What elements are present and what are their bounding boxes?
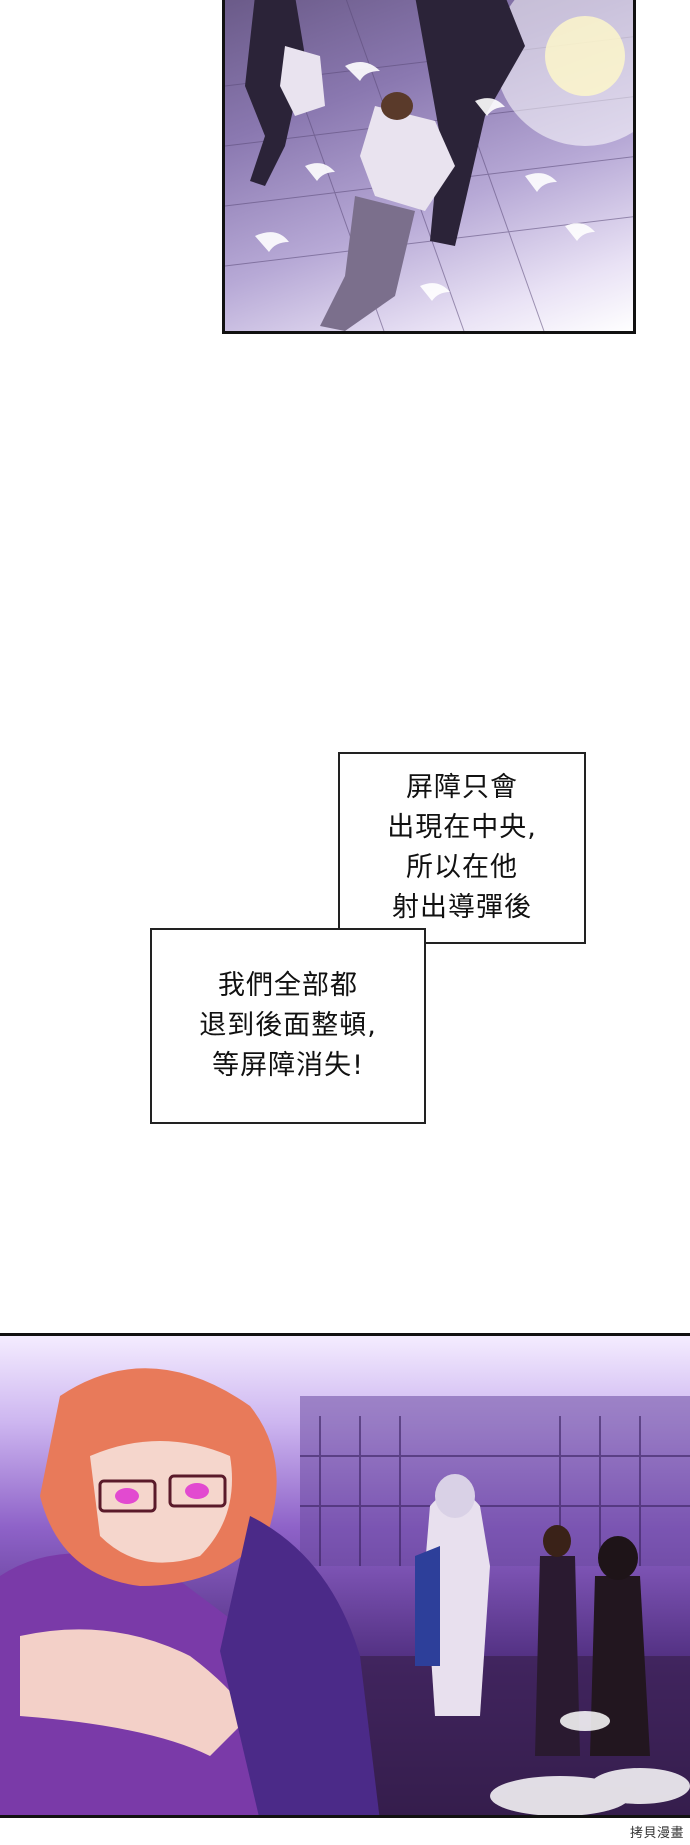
top-comic-panel (222, 0, 636, 334)
speech-box-lower: 我們全部都 退到後面整頓, 等屏障消失! (150, 928, 426, 1124)
top-panel-illustration (225, 0, 633, 331)
speech-line: 屏障只會 (406, 772, 518, 803)
speech-line: 等屏障消失! (212, 1050, 364, 1081)
bottom-comic-panel (0, 1333, 690, 1818)
speech-line: 我們全部都 (218, 970, 358, 1001)
speech-line: 所以在他 (406, 852, 518, 883)
bottom-panel-illustration (0, 1368, 690, 1815)
watermark-text: 拷貝漫畫 (629, 1826, 684, 1841)
speech-line: 退到後面整頓, (199, 1010, 377, 1041)
speech-box-upper: 屏障只會 出現在中央, 所以在他 射出導彈後 (338, 752, 586, 944)
speech-line: 出現在中央, (387, 812, 537, 843)
speech-line: 射出導彈後 (392, 892, 532, 923)
